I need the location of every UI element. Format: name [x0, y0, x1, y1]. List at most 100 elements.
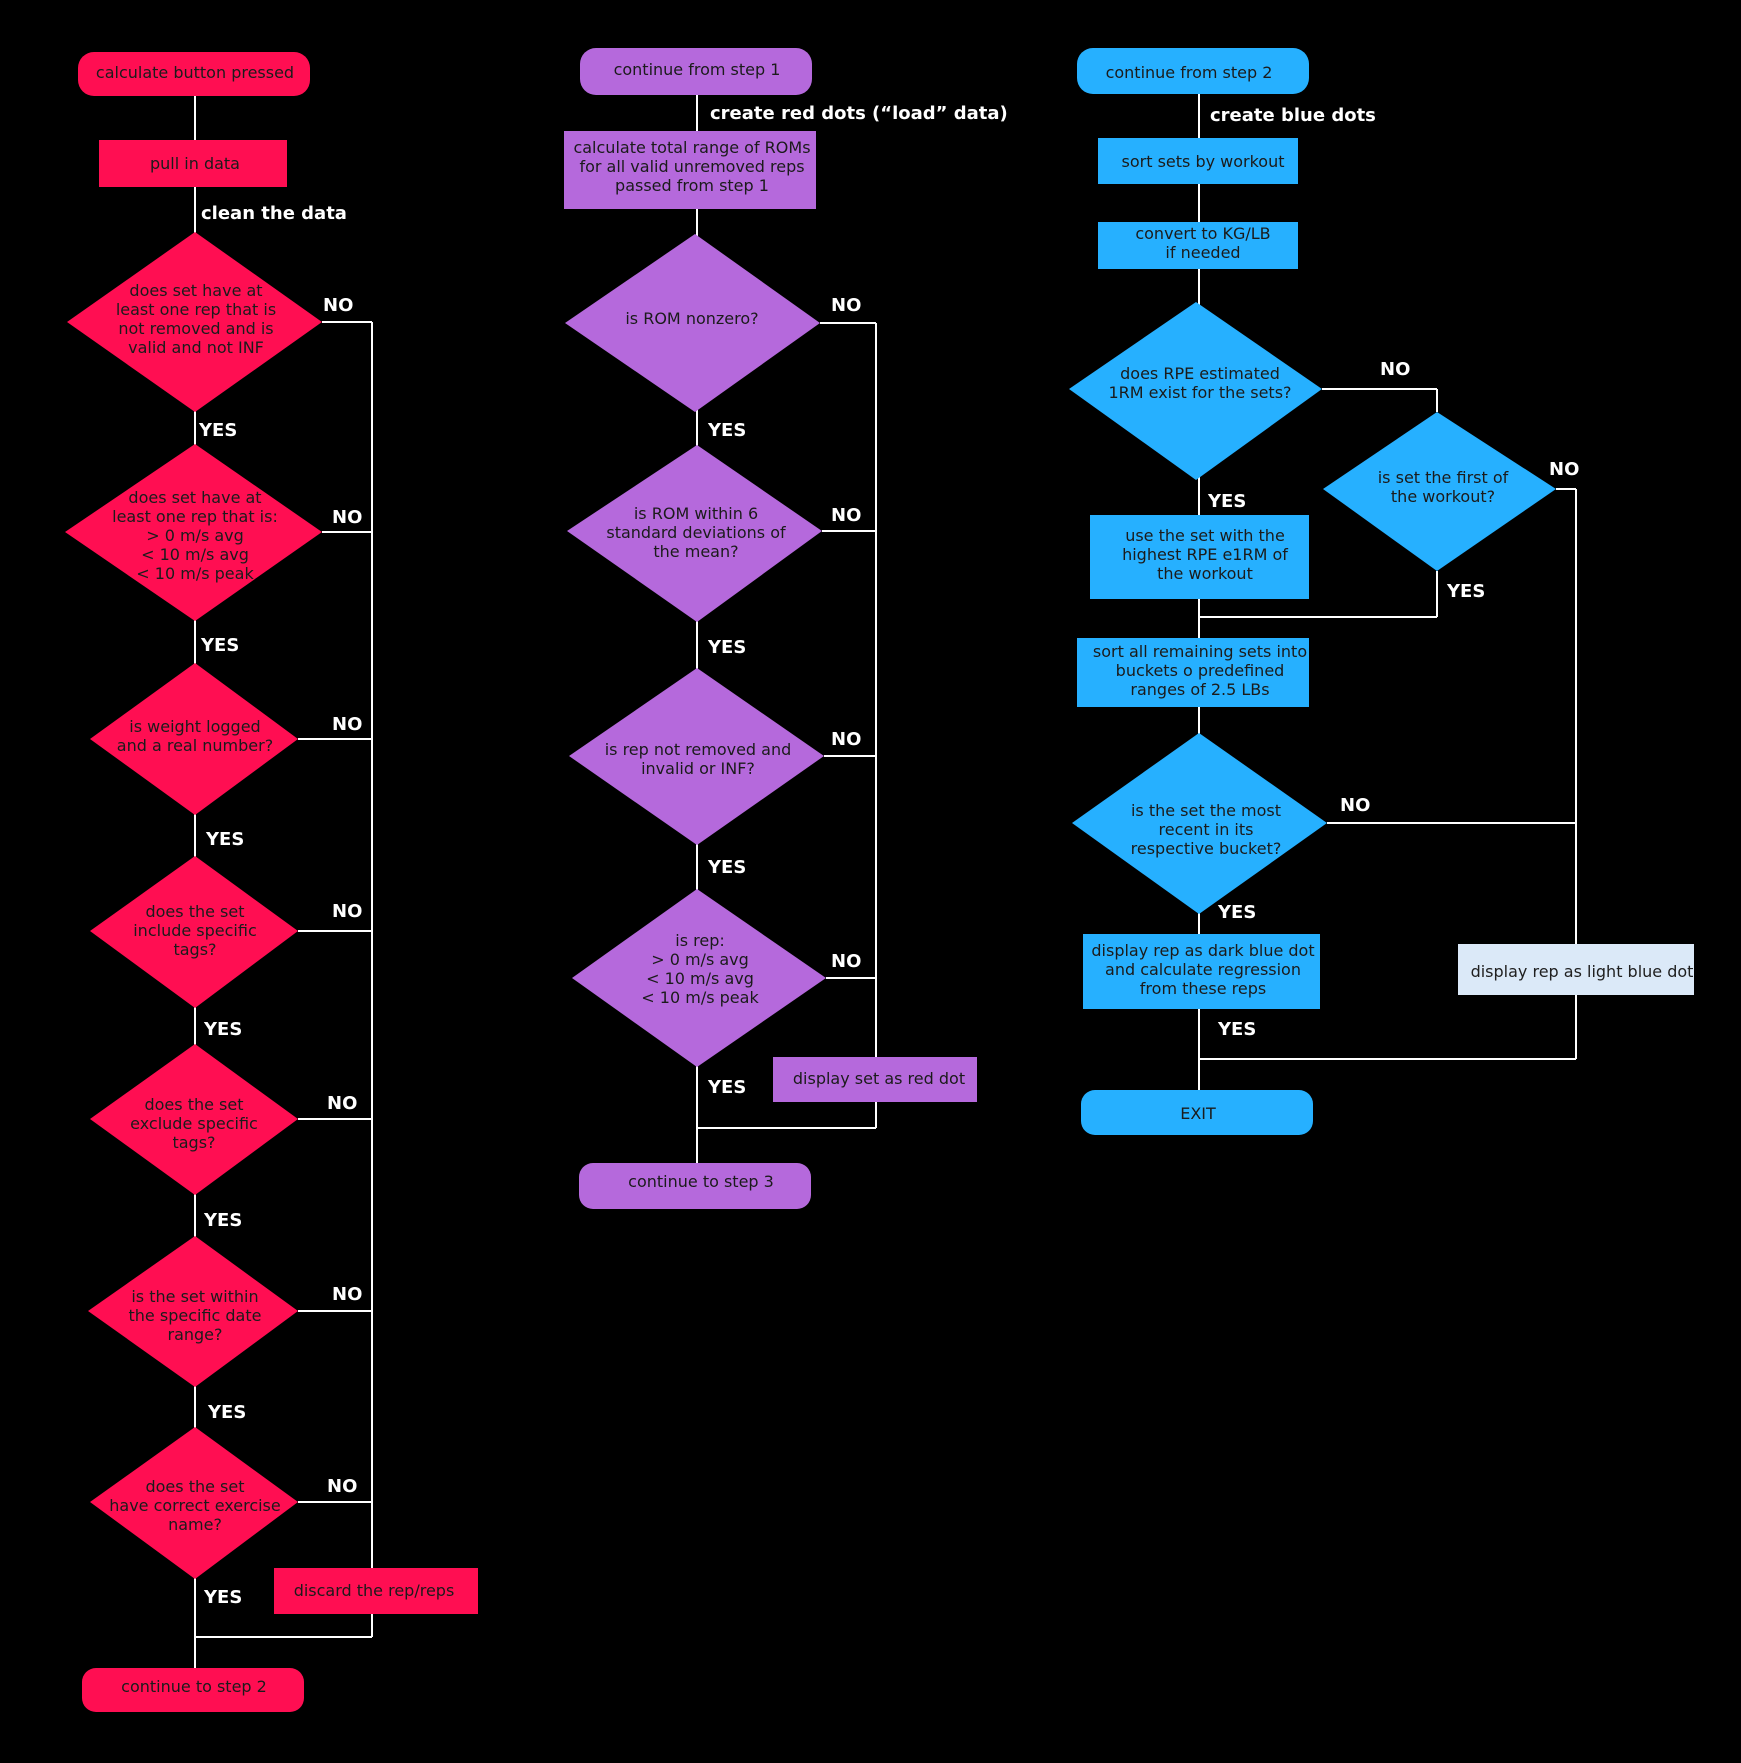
text-line: does the set: [145, 902, 244, 921]
text-line: does set have at: [128, 488, 261, 507]
text-line: < 10 m/s peak: [136, 564, 254, 583]
text-line: calculate total range of ROMs: [573, 138, 810, 157]
decision-exercise-name: [90, 1427, 298, 1579]
pull-label: pull in data: [150, 154, 240, 173]
yes-label: YES: [1207, 491, 1246, 512]
text-line: < 10 m/s peak: [641, 988, 759, 1007]
text-line: tags?: [173, 940, 216, 959]
text-line: the workout?: [1391, 487, 1495, 506]
text-line: is the set within: [131, 1287, 258, 1306]
start-calculate-button-pressed[interactable]: [78, 52, 310, 96]
display-light-blue-dot-box: [1458, 944, 1694, 995]
no-label: NO: [332, 714, 362, 735]
yes-label: YES: [203, 1019, 242, 1040]
text-line: is ROM nonzero?: [625, 309, 758, 328]
col1-shapes: [65, 52, 478, 1712]
yes-label: YES: [207, 1402, 246, 1423]
text-line: 1RM exist for the sets?: [1108, 383, 1291, 402]
start-continue-from-step-1[interactable]: [580, 48, 812, 95]
text-line: does the set: [144, 1095, 243, 1114]
branch-labels: NO NO NO NO NO NO NO YES YES YES YES YES…: [198, 295, 1579, 1608]
shape-texts: calculate button pressed pull in data do…: [96, 60, 1694, 1696]
text-line: passed from step 1: [615, 176, 769, 195]
text-line: is ROM within 6: [634, 504, 758, 523]
text-line: respective bucket?: [1131, 839, 1282, 858]
text-line: and a real number?: [117, 736, 273, 755]
sort-into-buckets-box: [1077, 638, 1309, 707]
text-line: exclude specific: [130, 1114, 258, 1133]
text-line: least one rep that is:: [112, 507, 278, 526]
text-line: if needed: [1165, 243, 1240, 262]
yes-label: YES: [707, 857, 746, 878]
header-clean-data: clean the data: [201, 203, 347, 224]
decision-exclude-tags: [90, 1044, 298, 1195]
no-label: NO: [1380, 359, 1410, 380]
decision-rep-not-removed: [67, 232, 322, 412]
display-red-dot-box: [773, 1057, 977, 1102]
text-line: recent in its: [1159, 820, 1254, 839]
decision-include-tags: [90, 856, 298, 1008]
no-label: NO: [327, 1093, 357, 1114]
col2-shapes: [564, 48, 977, 1209]
use-highest-e1rm-box: [1090, 515, 1309, 599]
text-line: is rep not removed and: [605, 740, 792, 759]
text-line: buckets o predefined: [1116, 661, 1285, 680]
text-line: > 0 m/s avg: [651, 950, 749, 969]
decision-first-of-workout: [1323, 412, 1556, 571]
text-line: highest RPE e1RM of: [1122, 545, 1288, 564]
sort-workout-label: sort sets by workout: [1122, 152, 1285, 171]
text-line: < 10 m/s avg: [141, 545, 249, 564]
yes-label: YES: [200, 635, 239, 656]
text-line: not removed and is: [118, 319, 273, 338]
no-label: NO: [332, 507, 362, 528]
yes-label: YES: [1217, 1019, 1256, 1040]
pull-in-data-box: [99, 140, 287, 187]
rom-nonzero-text: is ROM nonzero?: [625, 309, 758, 328]
section-headers: clean the data create red dots (“load” d…: [201, 103, 1376, 224]
sort-sets-by-workout-box: [1098, 138, 1298, 184]
red-dot-label: display set as red dot: [793, 1069, 965, 1088]
text-line: < 10 m/s avg: [646, 969, 754, 988]
yes-label: YES: [707, 637, 746, 658]
no-label: NO: [831, 505, 861, 526]
start-step2-label: continue from step 2: [1106, 63, 1273, 82]
text-line: ranges of 2.5 LBs: [1130, 680, 1269, 699]
exit-terminal[interactable]: [1081, 1090, 1313, 1135]
decision-date-range: [88, 1236, 298, 1387]
connectors: [194, 92, 1577, 1668]
start-continue-from-step-2[interactable]: [1077, 48, 1309, 94]
yes-label: YES: [203, 1587, 242, 1608]
yes-label: YES: [1217, 902, 1256, 923]
text-line: is weight logged: [129, 717, 260, 736]
no-label: NO: [332, 901, 362, 922]
no-label: NO: [332, 1284, 362, 1305]
end-continue-to-step-3[interactable]: [579, 1163, 811, 1209]
text-line: tags?: [172, 1133, 215, 1152]
yes-label: YES: [707, 420, 746, 441]
text-line: invalid or INF?: [641, 759, 755, 778]
start-label: calculate button pressed: [96, 63, 294, 82]
col3-shapes: [1069, 48, 1694, 1135]
header-blue-dots: create blue dots: [1210, 105, 1376, 126]
light-blue-label: display rep as light blue dot: [1471, 962, 1694, 981]
end-step2-label: continue to step 2: [121, 1677, 267, 1696]
yes-label: YES: [1446, 581, 1485, 602]
text-line: valid and not INF: [128, 338, 264, 357]
decision-rpe-e1rm-exists: [1069, 302, 1322, 480]
end-continue-to-step-2[interactable]: [82, 1668, 304, 1712]
yes-label: YES: [198, 420, 237, 441]
